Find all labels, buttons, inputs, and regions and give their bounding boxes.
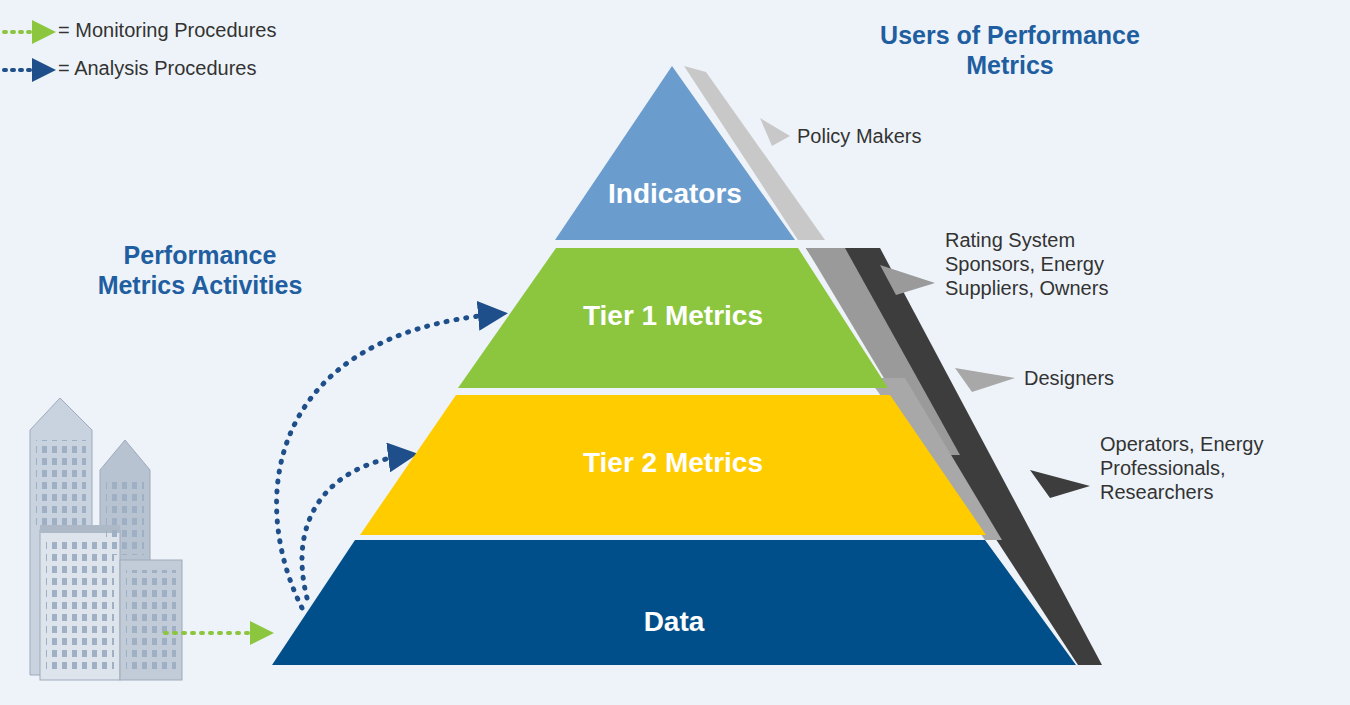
band-label: Indicators: [555, 178, 795, 210]
band-label: Tier 1 Metrics: [458, 300, 888, 332]
band-label: Tier 2 Metrics: [360, 447, 986, 479]
user-label: Rating System Sponsors, Energy Suppliers…: [945, 228, 1155, 300]
callout-notch: [760, 118, 790, 146]
pyramid-band: Indicators: [555, 66, 795, 240]
legend-sample: [4, 68, 48, 72]
band-shape: [272, 540, 1076, 665]
pyramid-band: Data: [272, 540, 1076, 665]
band-label: Data: [272, 606, 1076, 638]
callout-notch: [880, 265, 935, 295]
pyramid-band: Tier 2 Metrics: [360, 395, 986, 535]
legend-text: = Monitoring Procedures: [58, 19, 276, 42]
section-heading: Performance Metrics Activities: [80, 240, 320, 300]
user-label: Policy Makers: [797, 124, 997, 148]
section-heading: Users of Performance Metrics: [880, 20, 1140, 80]
callout-notch: [955, 368, 1015, 392]
user-label: Operators, Energy Professionals, Researc…: [1100, 432, 1340, 504]
building-illustration: [30, 398, 182, 680]
user-label: Designers: [1024, 366, 1164, 390]
legend-sample: [4, 30, 48, 34]
legend-text: = Analysis Procedures: [58, 57, 256, 80]
callout-notch: [1030, 470, 1090, 498]
monitoring-arrow: [165, 631, 266, 635]
band-shape: [555, 66, 795, 240]
pyramid-band: Tier 1 Metrics: [458, 248, 888, 388]
